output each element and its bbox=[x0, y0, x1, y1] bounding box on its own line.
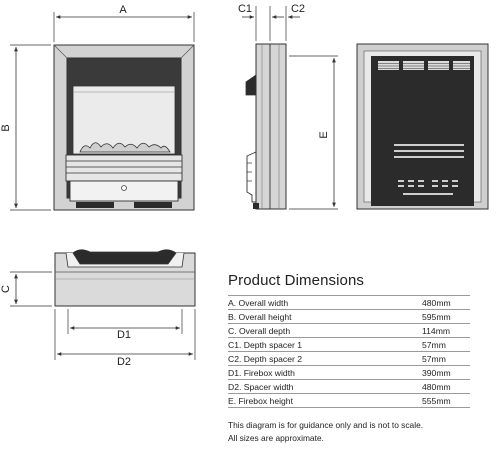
spec-note: This diagram is for guidance only and is… bbox=[228, 419, 423, 445]
dim-d2-label: D2 bbox=[117, 356, 131, 368]
dim-d1-label: D1 bbox=[117, 329, 131, 341]
side-bracket bbox=[246, 151, 257, 203]
top-firebox-cap bbox=[72, 249, 177, 265]
spec-row-label: C. Overall depth bbox=[228, 323, 422, 338]
front-bevel bbox=[180, 44, 195, 59]
front-bevel bbox=[53, 44, 68, 59]
coal-bed bbox=[79, 142, 171, 153]
spec-row-label: D1. Firebox width bbox=[228, 365, 422, 380]
spec-row-value: 114mm bbox=[422, 323, 470, 338]
spec-row-value: 57mm bbox=[422, 337, 470, 352]
spec-row-label: C2. Depth spacer 2 bbox=[228, 351, 422, 366]
side-view: C1 C2 E bbox=[238, 3, 338, 210]
front-foot bbox=[76, 202, 114, 208]
dim-a-label: A bbox=[119, 4, 127, 16]
side-body bbox=[255, 43, 287, 210]
back-top-vent-lines bbox=[378, 63, 470, 69]
front-window bbox=[72, 85, 176, 155]
spec-title: Product Dimensions bbox=[228, 272, 365, 289]
front-view: A B bbox=[0, 4, 195, 211]
spec-note-line-2: All sizes are approximate. bbox=[228, 433, 324, 443]
dim-c1-label: C1 bbox=[238, 3, 252, 15]
spec-row-label: D2. Spacer width bbox=[228, 379, 422, 394]
front-foot bbox=[134, 202, 172, 208]
spec-row-value: 555mm bbox=[422, 393, 470, 408]
spec-note-line-1: This diagram is for guidance only and is… bbox=[228, 420, 424, 430]
dim-c2-label: C2 bbox=[291, 3, 305, 15]
control-knob bbox=[121, 185, 127, 191]
top-view: C D1 D2 bbox=[0, 249, 196, 368]
spec-row-value: 480mm bbox=[422, 379, 470, 394]
dim-c-label: C bbox=[0, 285, 12, 293]
dim-b-label: B bbox=[0, 124, 12, 131]
front-grille bbox=[65, 154, 183, 182]
back-panel bbox=[371, 56, 474, 206]
back-top-vents bbox=[378, 61, 470, 70]
spec-row-value: 390mm bbox=[422, 365, 470, 380]
side-control-box bbox=[245, 74, 257, 96]
back-mid-perforations bbox=[394, 144, 464, 158]
side-foot bbox=[253, 203, 259, 209]
spec-row-value: 480mm bbox=[422, 295, 470, 310]
spec-row-label: C1. Depth spacer 1 bbox=[228, 337, 422, 352]
spec-row-value: 595mm bbox=[422, 309, 470, 324]
back-lower-perforations bbox=[398, 180, 458, 195]
spec-row-label: B. Overall height bbox=[228, 309, 422, 324]
spec-row-value: 57mm bbox=[422, 351, 470, 366]
back-view bbox=[356, 43, 489, 210]
dim-e-label: E bbox=[318, 131, 330, 138]
ash-pan bbox=[69, 180, 179, 202]
spec-row-label: A. Overall width bbox=[228, 295, 422, 310]
spec-row-label: E. Firebox height bbox=[228, 393, 422, 408]
